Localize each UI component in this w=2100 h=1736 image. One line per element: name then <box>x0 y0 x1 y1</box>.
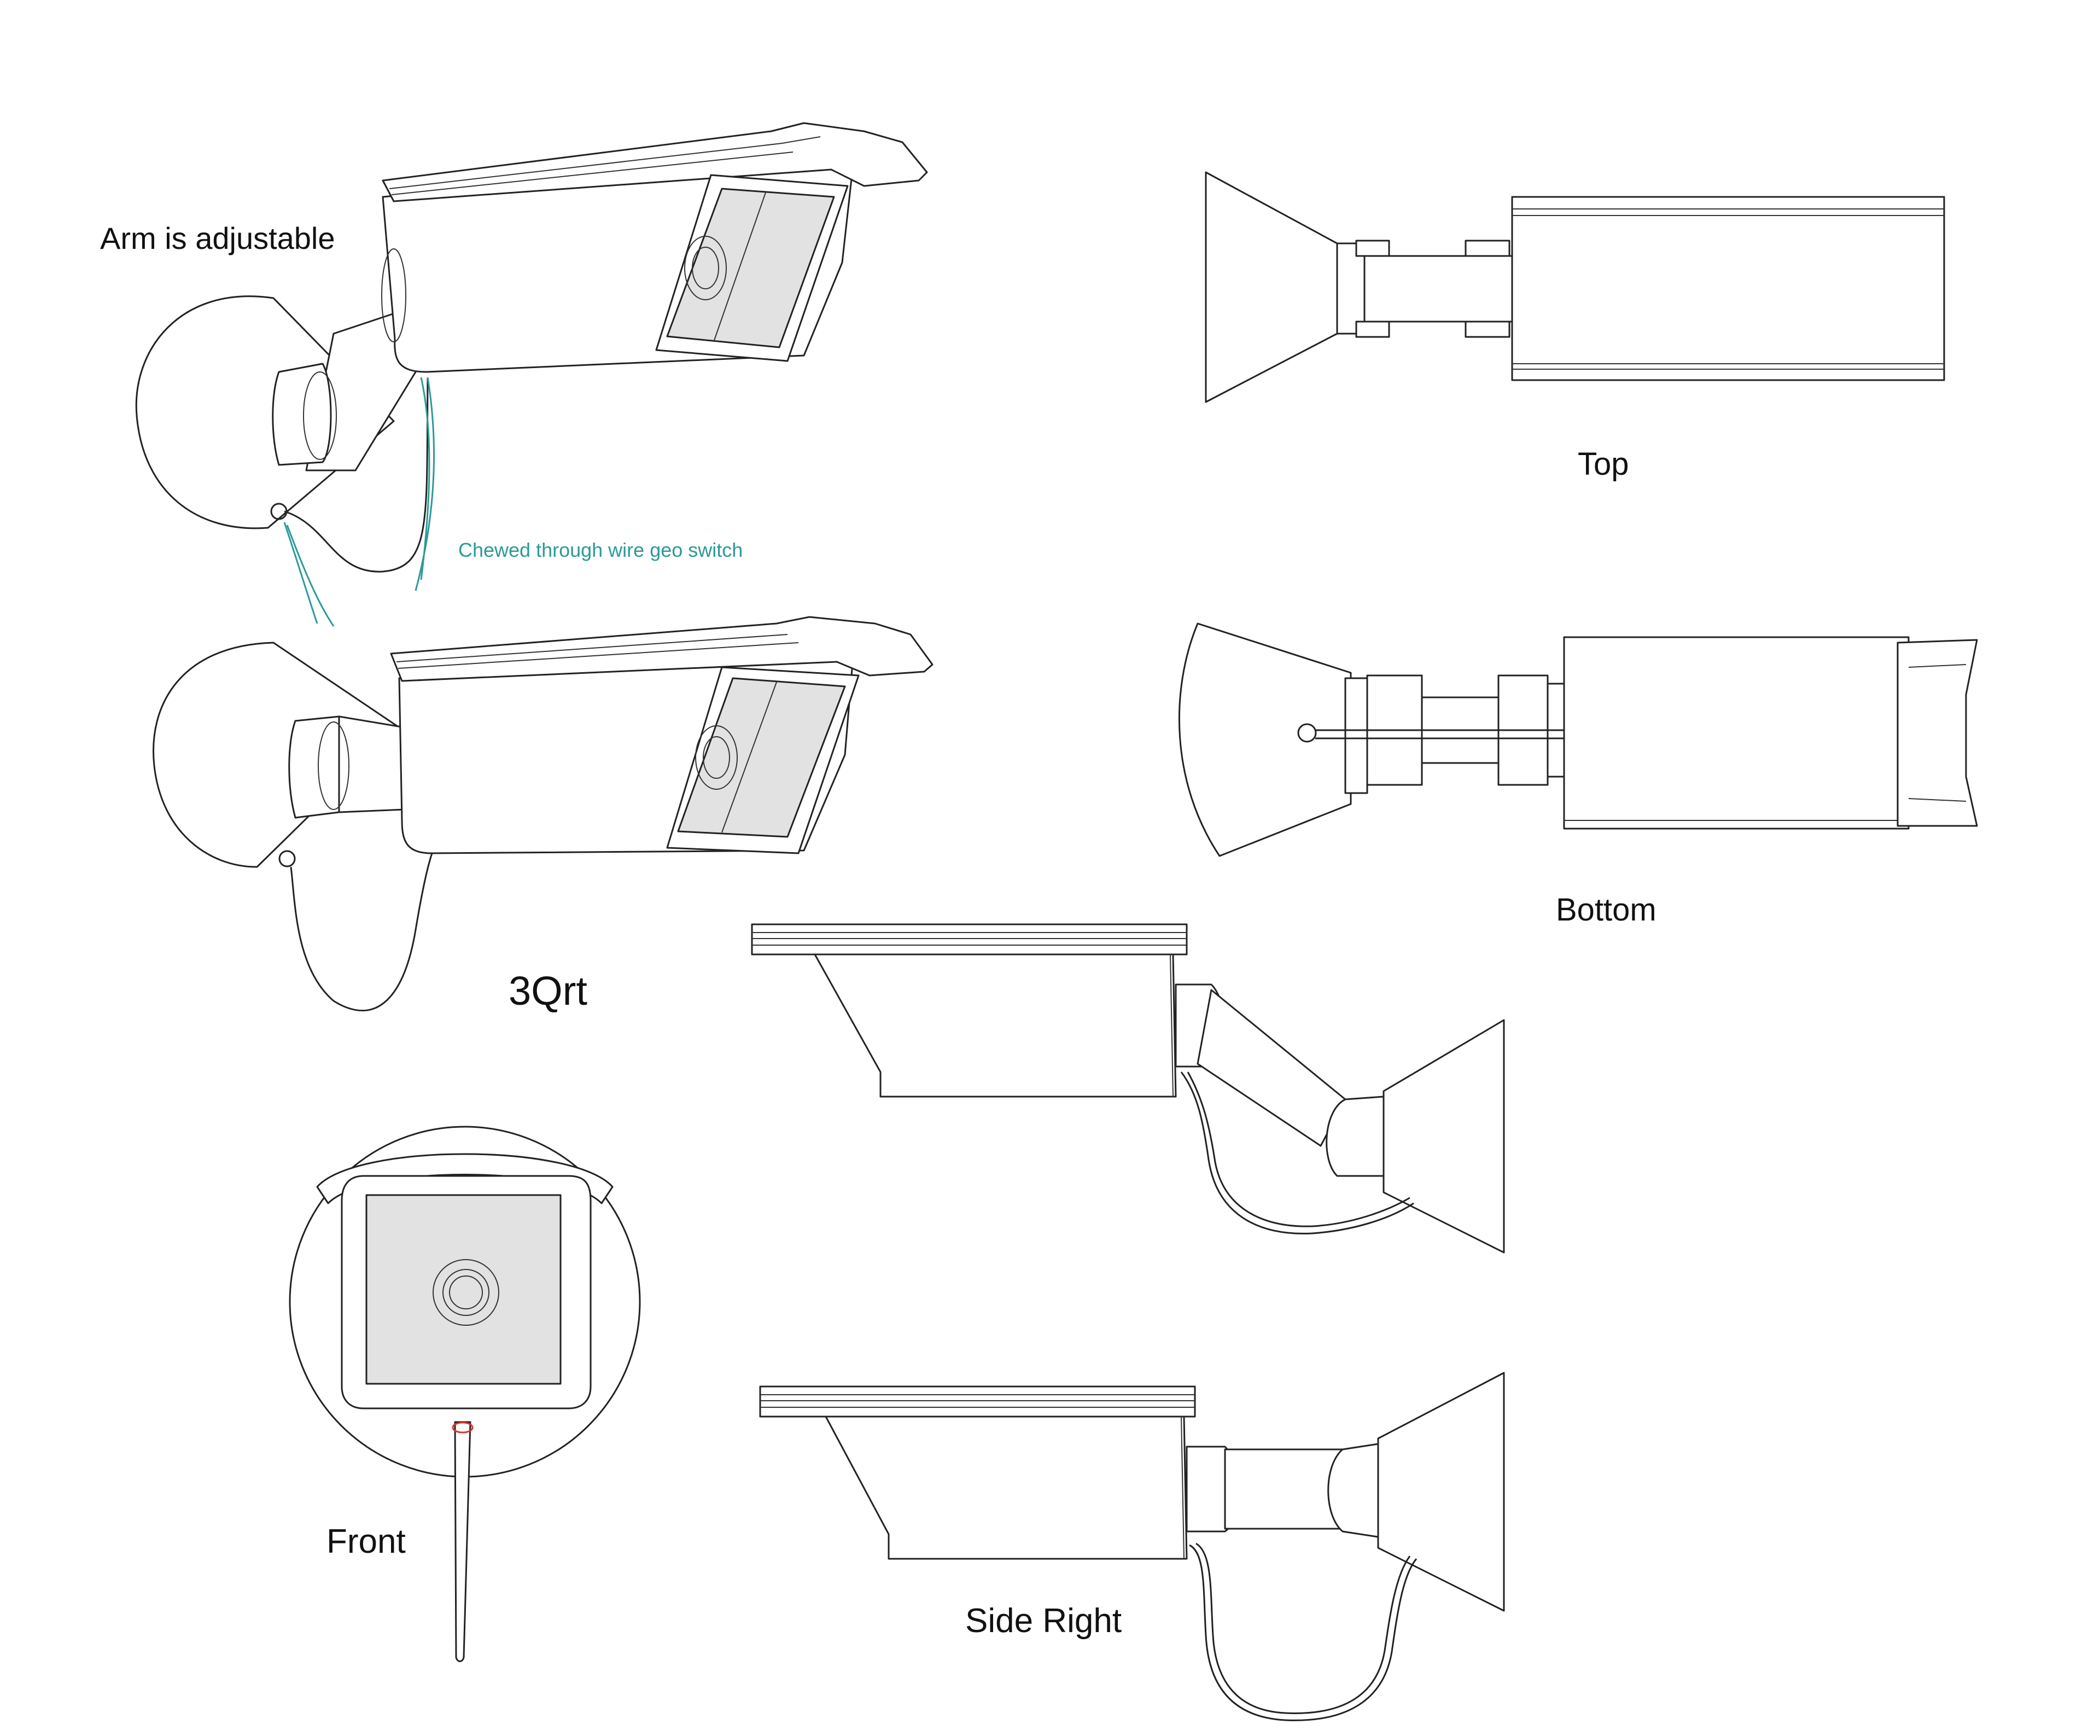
lens <box>684 236 727 300</box>
cable <box>1315 729 1564 739</box>
sun-hood <box>751 923 1188 956</box>
lens <box>433 1259 499 1326</box>
arm-joint <box>1327 1443 1379 1538</box>
arm <box>1197 989 1346 1147</box>
view-side-right <box>759 1372 1505 1721</box>
wall-plate <box>1377 1372 1505 1612</box>
label-3qrt: 3Qrt <box>509 968 587 1013</box>
wall-port <box>278 850 296 867</box>
glass-panel <box>365 1194 562 1385</box>
label-chewed-wire: Chewed through wire geo switch <box>458 539 743 561</box>
glass-panel <box>666 188 835 348</box>
housing <box>825 1415 1188 1560</box>
cable-marker <box>452 1422 474 1434</box>
housing <box>1563 636 1910 830</box>
cable-port <box>1297 723 1317 743</box>
label-side-right: Side Right <box>965 1602 1122 1640</box>
arm-joint <box>1326 1096 1385 1177</box>
arm <box>1363 255 1513 323</box>
view-front <box>289 1126 641 1662</box>
housing <box>814 953 1177 1098</box>
cable <box>290 853 433 1012</box>
wall-plate <box>153 642 400 868</box>
lens <box>695 725 738 790</box>
label-top: Top <box>1578 446 1629 482</box>
arm-joint <box>272 363 332 466</box>
cable <box>1189 1544 1418 1721</box>
cable <box>1180 1071 1414 1234</box>
wall-plate <box>1205 171 1338 403</box>
view-3qrt-upper <box>135 122 928 627</box>
wall-plate <box>1382 1019 1505 1254</box>
chewed-wire <box>283 522 335 627</box>
view-3qrt <box>153 616 934 1012</box>
arm-mount <box>1336 242 1366 335</box>
housing <box>1511 196 1945 381</box>
sun-hood <box>759 1385 1196 1418</box>
label-front: Front <box>326 1523 406 1560</box>
view-side <box>751 923 1505 1254</box>
cable <box>284 377 429 573</box>
sun-hood <box>390 616 934 682</box>
arm <box>1224 1448 1344 1530</box>
cable <box>454 1421 471 1662</box>
label-bottom: Bottom <box>1556 892 1656 928</box>
glass-panel <box>677 677 846 838</box>
label-arm-adjustable: Arm is adjustable <box>100 221 335 255</box>
wall-plate <box>1178 622 1352 857</box>
view-bottom <box>1178 622 1978 857</box>
view-top <box>1205 171 1945 403</box>
